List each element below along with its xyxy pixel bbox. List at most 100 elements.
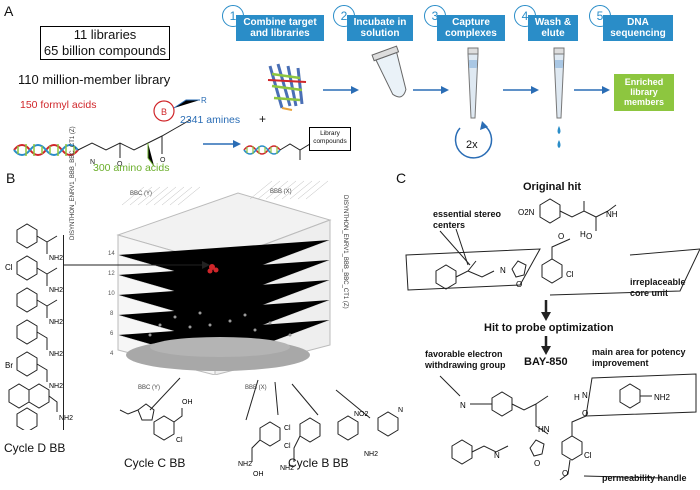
scatter-points (126, 311, 310, 371)
repeat-arrow-icon (454, 125, 493, 159)
amino-acids-label: 300 amino acids (93, 162, 170, 174)
svg-text:N: N (398, 407, 403, 414)
scatter-3d-plot: 14 12 10 8 6 4 BBC (Y) BBB (X) (108, 180, 332, 375)
y-axis-bottom-label: BBC (Y) (138, 385, 161, 391)
probe-name: BAY-850 (524, 356, 568, 368)
arrow-right-icon (203, 140, 241, 148)
svg-text:Cl: Cl (5, 263, 13, 272)
svg-text:Cl: Cl (284, 443, 291, 450)
svg-text:NH2: NH2 (280, 465, 294, 472)
step-2-label: Incubate in solution (347, 15, 413, 41)
svg-text:O: O (562, 469, 568, 478)
library-compound-structure (243, 143, 311, 160)
svg-text:14: 14 (108, 251, 115, 257)
svg-text:H: H (580, 230, 586, 239)
optimization-label: Hit to probe optimization (484, 322, 614, 334)
svg-text:NH2: NH2 (364, 451, 378, 458)
svg-text:BBB (X): BBB (X) (270, 189, 292, 195)
svg-text:Cl: Cl (584, 451, 592, 460)
svg-text:OH: OH (253, 471, 264, 478)
step-3-label: Capture complexes (437, 15, 505, 41)
svg-text:O: O (586, 232, 592, 241)
cycle-b-label: Cycle B BB (288, 456, 349, 470)
bay-850-structure: N N H NH2 HN O N O Cl O (439, 373, 697, 481)
workflow-graphics (323, 45, 610, 159)
svg-text:Br: Br (5, 361, 13, 370)
svg-text:O: O (582, 409, 588, 418)
svg-text:O: O (558, 232, 564, 241)
wash-tip-icon (553, 47, 565, 148)
z-axis-side-label: DISYNTHON_ENRV1_BBB_BBC_CT1 (Z) (342, 195, 348, 309)
potency-area-label: main area for potency improvement (592, 347, 686, 368)
svg-text:N: N (90, 159, 95, 166)
svg-text:O: O (117, 161, 123, 168)
svg-text:O: O (534, 459, 540, 468)
capture-tip-icon (467, 47, 479, 119)
svg-text:N: N (494, 451, 500, 460)
irreplaceable-core-label: irreplaceable core unit (630, 277, 686, 298)
cycle-c-label: Cycle C BB (124, 456, 186, 470)
svg-text:NH2: NH2 (49, 383, 63, 390)
libraries-box: 11 libraries 65 billion compounds (40, 26, 170, 60)
step-1-label: Combine target and libraries (236, 15, 324, 41)
arrow-down-icon (541, 300, 551, 321)
svg-text:10: 10 (108, 291, 115, 297)
cycle-d-divider (63, 235, 64, 430)
svg-text:NH2: NH2 (49, 255, 63, 262)
dna-helix-icon (13, 144, 79, 156)
svg-text:NH2: NH2 (654, 393, 671, 402)
svg-text:O: O (160, 157, 166, 164)
panel-b-letter: B (6, 170, 16, 186)
svg-text:NH2: NH2 (59, 415, 73, 422)
svg-text:O2N: O2N (518, 208, 535, 217)
plus-sign: + (259, 112, 267, 126)
svg-text:8: 8 (110, 311, 114, 317)
essential-stereo-label: essential stereo centers (433, 209, 502, 230)
svg-text:NH2: NH2 (49, 287, 63, 294)
arrow-to-hits-icon (64, 261, 210, 269)
protein-icon (267, 63, 307, 111)
svg-text:H: H (574, 393, 580, 402)
svg-text:Cl: Cl (176, 437, 183, 444)
library-compounds-box: Library compounds (309, 127, 351, 151)
library-structure: B N O O R (13, 96, 207, 168)
panel-c-letter: C (396, 170, 407, 186)
step-4-label: Wash & elute (528, 15, 578, 41)
z-axis-label: DISYNTHON_ENRV1_BBB_BBC_CT1 (Z) (70, 126, 76, 240)
panel-a-letter: A (4, 3, 14, 19)
svg-text:BBC (Y): BBC (Y) (130, 191, 152, 197)
amines-label: 2341 amines (180, 114, 241, 126)
svg-text:N: N (500, 266, 506, 275)
svg-text:N: N (460, 401, 466, 410)
step-5-label: DNA sequencing (603, 15, 673, 41)
svg-text:NH: NH (606, 210, 618, 219)
svg-text:NH2: NH2 (49, 351, 63, 358)
svg-text:B: B (161, 107, 167, 117)
original-hit-structure: O2N NH O H N O Cl O (405, 198, 700, 296)
libraries-count: 11 libraries (73, 27, 137, 42)
svg-text:Cl: Cl (284, 425, 291, 432)
permeability-label: permeability handle (602, 473, 687, 483)
enriched-points (207, 264, 219, 274)
library-title: 110 million-member library (18, 72, 171, 87)
svg-text:4: 4 (110, 351, 114, 357)
original-hit-title: Original hit (523, 181, 582, 193)
enriched-box: Enriched library members (614, 74, 674, 111)
svg-text:O: O (516, 280, 522, 289)
svg-text:OH: OH (182, 399, 193, 406)
svg-text:NH2: NH2 (49, 319, 63, 326)
svg-text:12: 12 (108, 271, 115, 277)
svg-text:R: R (201, 96, 207, 105)
tube-icon (371, 45, 407, 98)
compounds-count: 65 billion compounds (43, 43, 167, 58)
arrow-down-icon-2 (541, 336, 551, 355)
svg-text:6: 6 (110, 331, 114, 337)
svg-text:Cl: Cl (566, 270, 574, 279)
svg-text:NO2: NO2 (354, 411, 369, 418)
cycle-d-structures: Cl Br NH2 NH2 NH2 NH2 NH2 NH2 (5, 223, 73, 430)
svg-text:HN: HN (538, 425, 550, 434)
svg-text:NH2: NH2 (238, 461, 252, 468)
repeat-count: 2x (466, 139, 478, 151)
cycle-d-label: Cycle D BB (4, 441, 66, 455)
electron-withdrawing-label: favorable electron withdrawing group (425, 349, 506, 370)
